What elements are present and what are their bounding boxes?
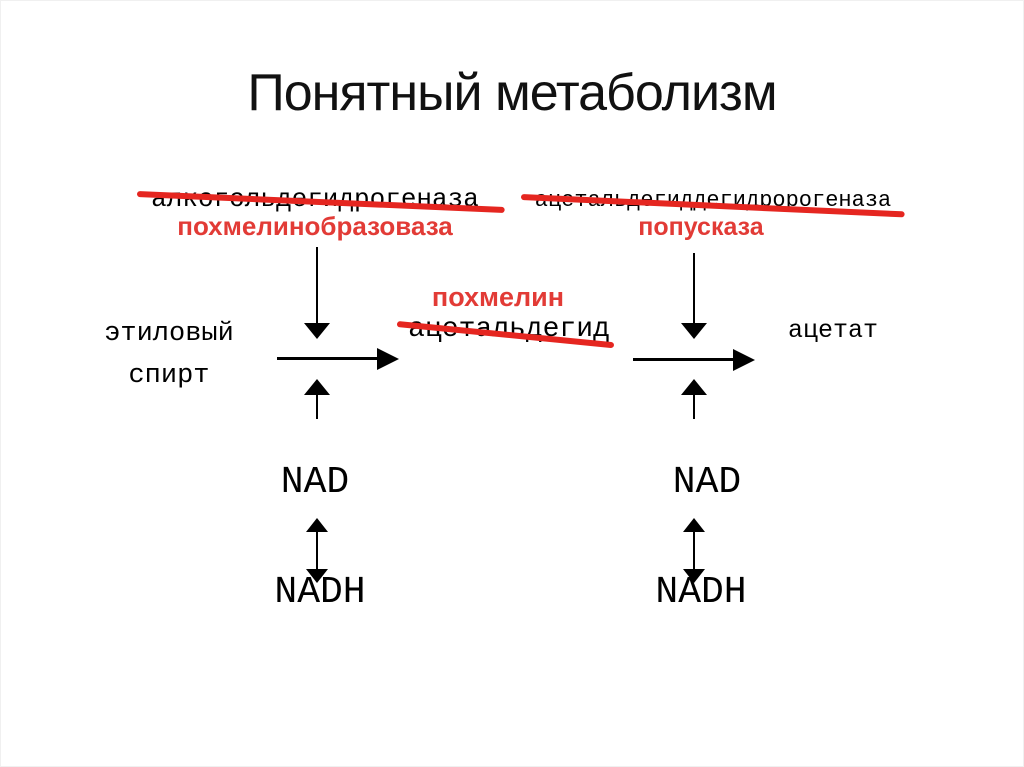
up-arrow-head-right: [681, 379, 707, 395]
down-arrow-head-right: [681, 323, 707, 339]
reaction-arrow-stem-left: [277, 357, 379, 360]
substrate-line1: этиловый: [104, 319, 234, 349]
reaction-arrow-head-right: [733, 349, 755, 371]
down-arrow-stem-left: [316, 247, 318, 323]
joke-intermediate-label: похмелин: [431, 282, 565, 312]
double-arrow-stem-left: [316, 531, 318, 571]
page-title: Понятный метаболизм: [247, 64, 777, 122]
double-arrow-top-head-right: [683, 518, 705, 532]
up-arrow-stem-right: [693, 394, 695, 419]
nadh-label-right: NADH: [655, 571, 747, 614]
reaction-arrow-head-left: [377, 348, 399, 370]
nad-label-right: NAD: [672, 461, 742, 504]
double-arrow-stem-right: [693, 531, 695, 571]
up-arrow-stem-left: [316, 394, 318, 419]
up-arrow-head-left: [304, 379, 330, 395]
joke-enzyme-label-right: попусказа: [638, 213, 764, 241]
down-arrow-stem-right: [693, 253, 695, 323]
double-arrow-top-head-left: [306, 518, 328, 532]
double-arrow-bottom-head-right: [683, 569, 705, 583]
joke-enzyme-label-left: похмелинобразоваза: [177, 211, 453, 241]
reaction-arrow-stem-right: [633, 358, 735, 361]
down-arrow-head-left: [304, 323, 330, 339]
substrate-line2: спирт: [128, 361, 210, 391]
nad-label-left: NAD: [280, 461, 350, 504]
nadh-label-left: NADH: [274, 571, 366, 614]
product-label-acetate: ацетат: [787, 316, 879, 345]
substrate-label: этиловый спирт: [104, 313, 234, 397]
double-arrow-bottom-head-left: [306, 569, 328, 583]
